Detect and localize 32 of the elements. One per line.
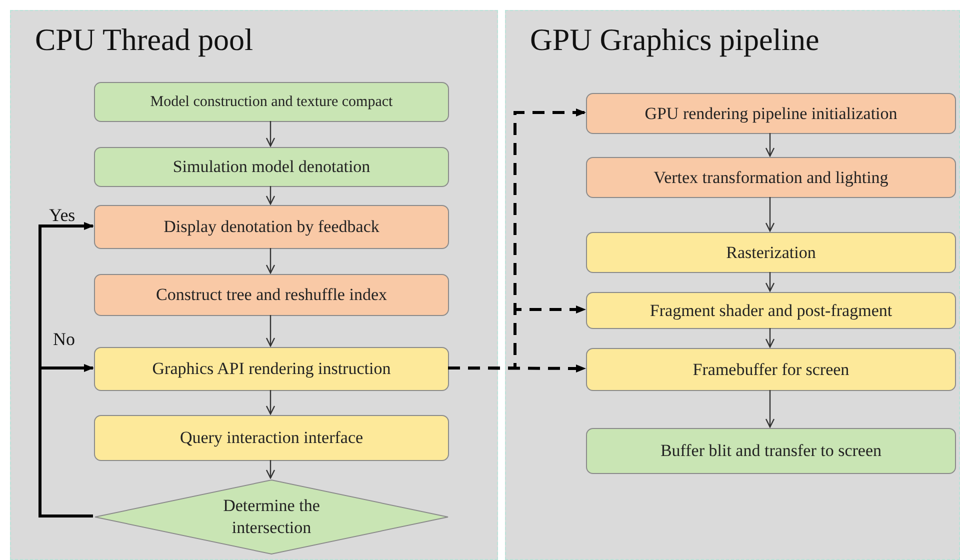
arrow bbox=[266, 460, 276, 479]
process-box: Simulation model denotation bbox=[94, 147, 449, 187]
arrow bbox=[765, 197, 775, 232]
process-box: Rasterization bbox=[586, 232, 956, 273]
process-box: Buffer blit and transfer to screen bbox=[586, 428, 956, 474]
arrow bbox=[765, 390, 775, 428]
panel-title: GPU Graphics pipeline bbox=[530, 21, 820, 59]
arrow bbox=[765, 328, 775, 348]
arrow bbox=[765, 272, 775, 292]
process-box: Graphics API rendering instruction bbox=[94, 347, 449, 391]
process-box: GPU rendering pipeline initialization bbox=[586, 93, 956, 134]
decision-text: Determine the intersection bbox=[222, 495, 321, 539]
process-box: Construct tree and reshuffle index bbox=[94, 274, 449, 316]
edge-label: Yes bbox=[48, 206, 76, 224]
process-box: Vertex transformation and lighting bbox=[586, 157, 956, 198]
arrow bbox=[266, 315, 276, 347]
arrow bbox=[266, 390, 276, 415]
panel-title: CPU Thread pool bbox=[35, 21, 254, 59]
process-box: Model construction and texture compact bbox=[94, 82, 449, 122]
panel bbox=[505, 10, 960, 560]
arrow bbox=[266, 248, 276, 274]
panel bbox=[10, 10, 498, 560]
process-box: Fragment shader and post-fragment bbox=[586, 292, 956, 329]
arrow bbox=[765, 133, 775, 157]
decision-diamond bbox=[94, 479, 449, 555]
process-box: Display denotation by feedback bbox=[94, 205, 449, 249]
arrow bbox=[266, 186, 276, 205]
arrow bbox=[266, 121, 276, 147]
arrow bbox=[38, 364, 94, 518]
edge-label: No bbox=[52, 330, 76, 348]
process-box: Query interaction interface bbox=[94, 415, 449, 461]
process-box: Framebuffer for screen bbox=[586, 348, 956, 391]
